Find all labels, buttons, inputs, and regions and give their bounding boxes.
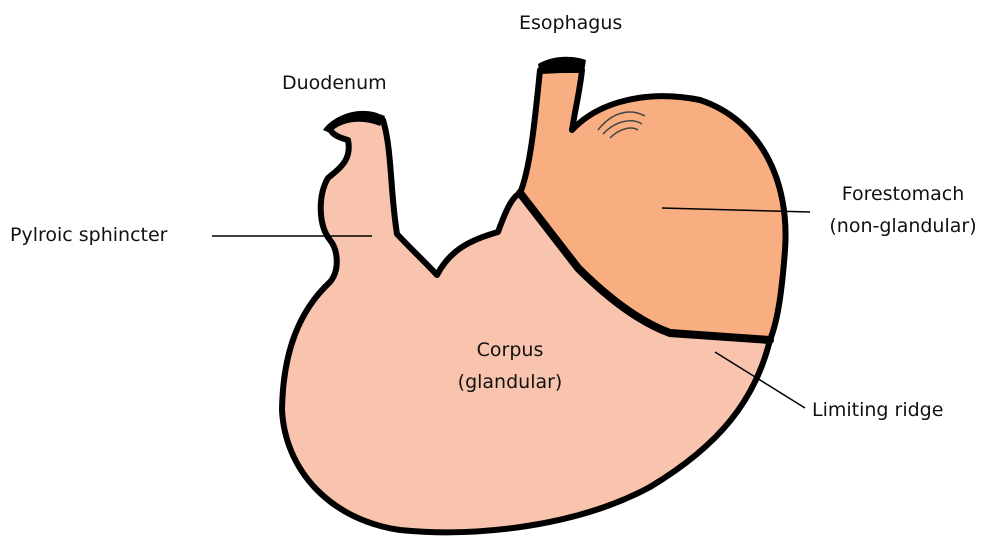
forestomach-label: Forestomach (non-glandular) bbox=[818, 178, 988, 242]
esophagus-opening bbox=[538, 57, 586, 74]
corpus-label-line2: (glandular) bbox=[440, 366, 580, 398]
esophagus-label: Esophagus bbox=[519, 14, 622, 33]
pyloric-sphincter-label: Pylroic sphincter bbox=[10, 226, 167, 245]
duodenum-label: Duodenum bbox=[282, 74, 387, 93]
corpus-label-line1: Corpus bbox=[440, 334, 580, 366]
limiting-ridge-label: Limiting ridge bbox=[812, 401, 943, 420]
forestomach-label-line1: Forestomach bbox=[818, 178, 988, 210]
forestomach-label-line2: (non-glandular) bbox=[818, 210, 988, 242]
corpus-label: Corpus (glandular) bbox=[440, 334, 580, 398]
